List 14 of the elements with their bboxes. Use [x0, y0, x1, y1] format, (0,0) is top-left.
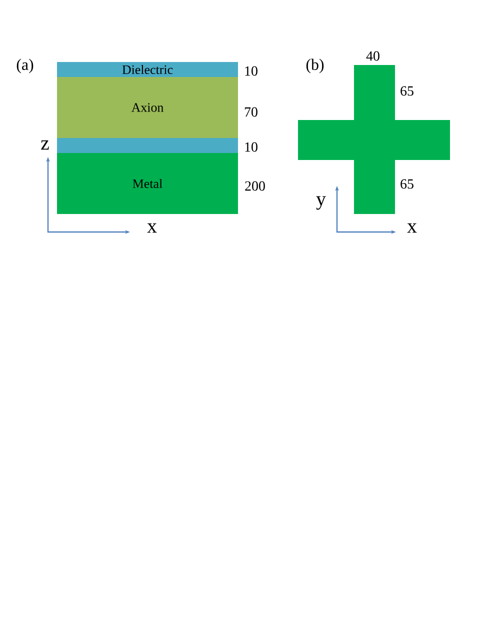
- thickness-label: 200: [245, 181, 265, 191]
- layer-band: [57, 138, 238, 153]
- axis-label: y: [316, 196, 326, 210]
- thickness-label: 10: [245, 142, 258, 152]
- layer: Metal: [57, 153, 238, 214]
- layer: Axion: [57, 77, 238, 138]
- thickness-label: 65: [400, 179, 414, 189]
- thickness-label: 70: [244, 107, 258, 117]
- thickness-label: 65: [400, 86, 414, 96]
- panel-label: (a): [16, 58, 34, 74]
- layer: Dielectric: [57, 62, 238, 77]
- panel-label: (b): [306, 58, 324, 74]
- axis-label: z: [41, 140, 49, 150]
- thickness-label: 10: [245, 66, 258, 76]
